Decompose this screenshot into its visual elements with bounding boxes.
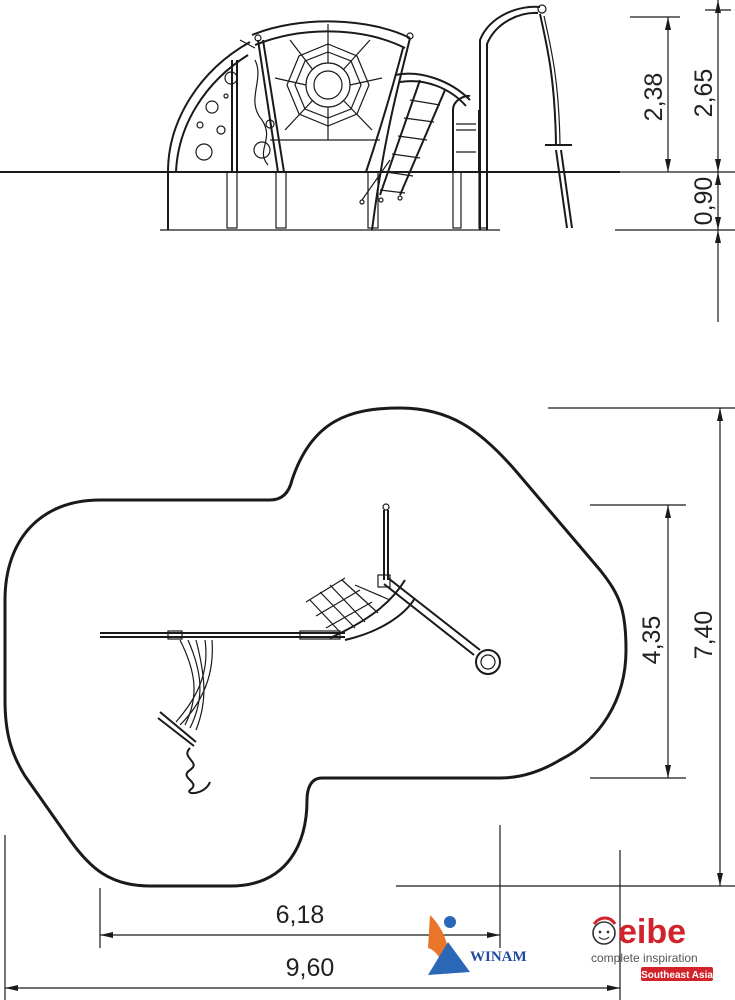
plan-pendulum-arm xyxy=(377,503,501,675)
elevation-dimensions: 2,38 2,65 0,90 xyxy=(615,0,735,322)
pendulum-rope xyxy=(479,4,573,230)
dim-height-top: 2,38 xyxy=(640,73,668,122)
eibe-wordmark: eibe xyxy=(618,913,686,951)
dim-width-inner: 4,35 xyxy=(638,616,666,665)
winam-wordmark: WINAM xyxy=(470,949,527,965)
rope-net-ladder xyxy=(359,72,471,205)
posts xyxy=(160,32,500,231)
dome-climber xyxy=(167,20,411,231)
web-panel xyxy=(270,24,383,141)
step-ladder xyxy=(452,94,480,172)
eibe-face-icon xyxy=(592,916,617,945)
dim-length-inner: 6,18 xyxy=(276,901,325,929)
plan-twisted-rope xyxy=(157,639,213,795)
eibe-region-badge: Southeast Asia xyxy=(641,970,713,981)
dim-width-outer: 7,40 xyxy=(690,611,718,660)
eibe-logo: eibe complete inspiration Southeast Asia xyxy=(591,913,713,981)
winam-logo: WINAM xyxy=(428,915,527,975)
dim-depth-below: 0,90 xyxy=(690,177,718,226)
safety-area-outline xyxy=(3,406,628,888)
plan-dimensions: 4,35 7,40 6,18 9,60 xyxy=(4,407,735,1000)
elevation-view xyxy=(0,4,620,231)
dim-length-outer: 9,60 xyxy=(286,954,335,982)
hanging-rope xyxy=(253,59,275,166)
eibe-tagline: complete inspiration xyxy=(591,951,698,965)
plan-main-beam xyxy=(100,630,345,640)
plan-view xyxy=(3,406,628,888)
dim-height-total: 2,65 xyxy=(690,69,718,118)
